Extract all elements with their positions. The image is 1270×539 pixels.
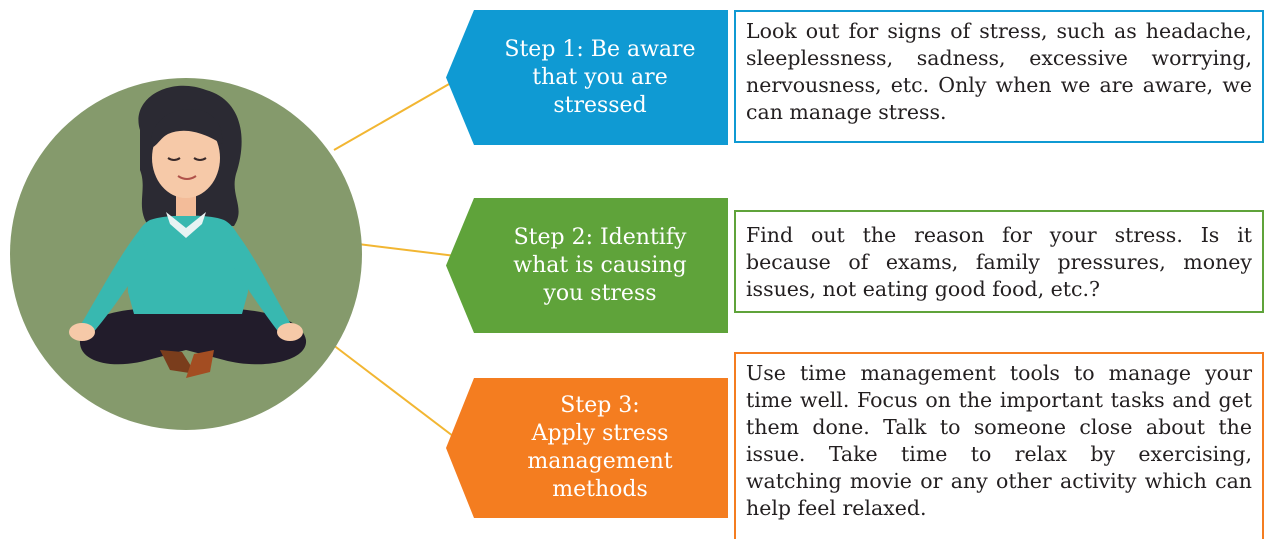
step-1-label: Step 1: Be aware that you are stressed (446, 10, 728, 145)
step-1-description: Look out for signs of stress, such as he… (734, 10, 1264, 143)
step-3-description: Use time management tools to manage your… (734, 352, 1264, 539)
illustration-circle (10, 78, 362, 430)
step-3-label-line-4: methods (552, 477, 648, 502)
step-1-label-line-3: stressed (553, 92, 647, 118)
step-2-label-line-1: Step 2: Identify (513, 224, 687, 250)
connector-step-1 (333, 71, 471, 151)
step-3-label: Step 3: Apply stress management methods (446, 378, 728, 518)
step-3-label-line-3: management (527, 449, 673, 474)
connector-step-3 (323, 337, 475, 453)
step-2-label: Step 2: Identify what is causing you str… (446, 198, 728, 333)
step-1-label-line-1: Step 1: Be aware (504, 36, 696, 62)
step-3-label-line-1: Step 3: (560, 393, 640, 418)
step-2-label-line-2: what is causing (513, 252, 687, 278)
meditating-woman-icon (69, 85, 307, 378)
step-3-label-line-2: Apply stress (531, 421, 669, 446)
step-2-description: Find out the reason for your stress. Is … (734, 210, 1264, 313)
step-1-label-line-2: that you are (532, 64, 668, 90)
step-2-label-line-3: you stress (543, 280, 657, 306)
